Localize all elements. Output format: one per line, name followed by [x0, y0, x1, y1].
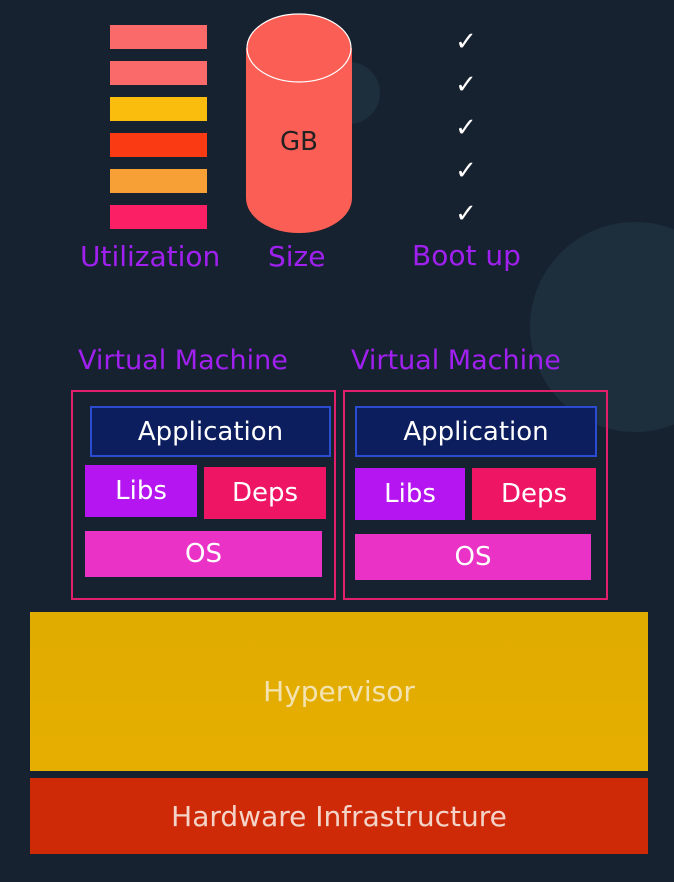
checkmark-icon: ✓	[455, 199, 477, 229]
utilization-caption: Utilization	[80, 240, 221, 273]
utilization-bar	[110, 61, 207, 85]
vm-title: Virtual Machine	[78, 345, 288, 376]
application-block: Application	[355, 406, 597, 457]
bootup-caption: Boot up	[412, 239, 521, 272]
hardware-infrastructure-layer: Hardware Infrastructure	[30, 778, 648, 854]
os-block: OS	[85, 531, 322, 577]
deps-block: Deps	[204, 467, 326, 519]
checkmark-icon: ✓	[455, 70, 477, 100]
libs-block: Libs	[85, 465, 197, 517]
utilization-bar	[110, 205, 207, 229]
utilization-bar	[110, 25, 207, 49]
utilization-bar	[110, 97, 207, 121]
utilization-bar	[110, 133, 207, 157]
size-caption: Size	[268, 240, 326, 273]
checkmark-icon: ✓	[455, 113, 477, 143]
checkmark-icon: ✓	[455, 27, 477, 57]
deps-block: Deps	[472, 468, 596, 520]
vm-title: Virtual Machine	[351, 345, 561, 376]
libs-block: Libs	[355, 468, 465, 520]
virtual-machine-box: Application Libs Deps OS	[71, 390, 336, 600]
checkmark-icon: ✓	[455, 156, 477, 186]
size-cylinder-icon: GB	[246, 13, 352, 233]
os-block: OS	[355, 534, 591, 580]
application-block: Application	[90, 406, 331, 457]
utilization-bar	[110, 169, 207, 193]
size-unit-label: GB	[280, 127, 318, 157]
virtual-machine-box: Application Libs Deps OS	[343, 390, 608, 600]
hypervisor-layer: Hypervisor	[30, 612, 648, 771]
